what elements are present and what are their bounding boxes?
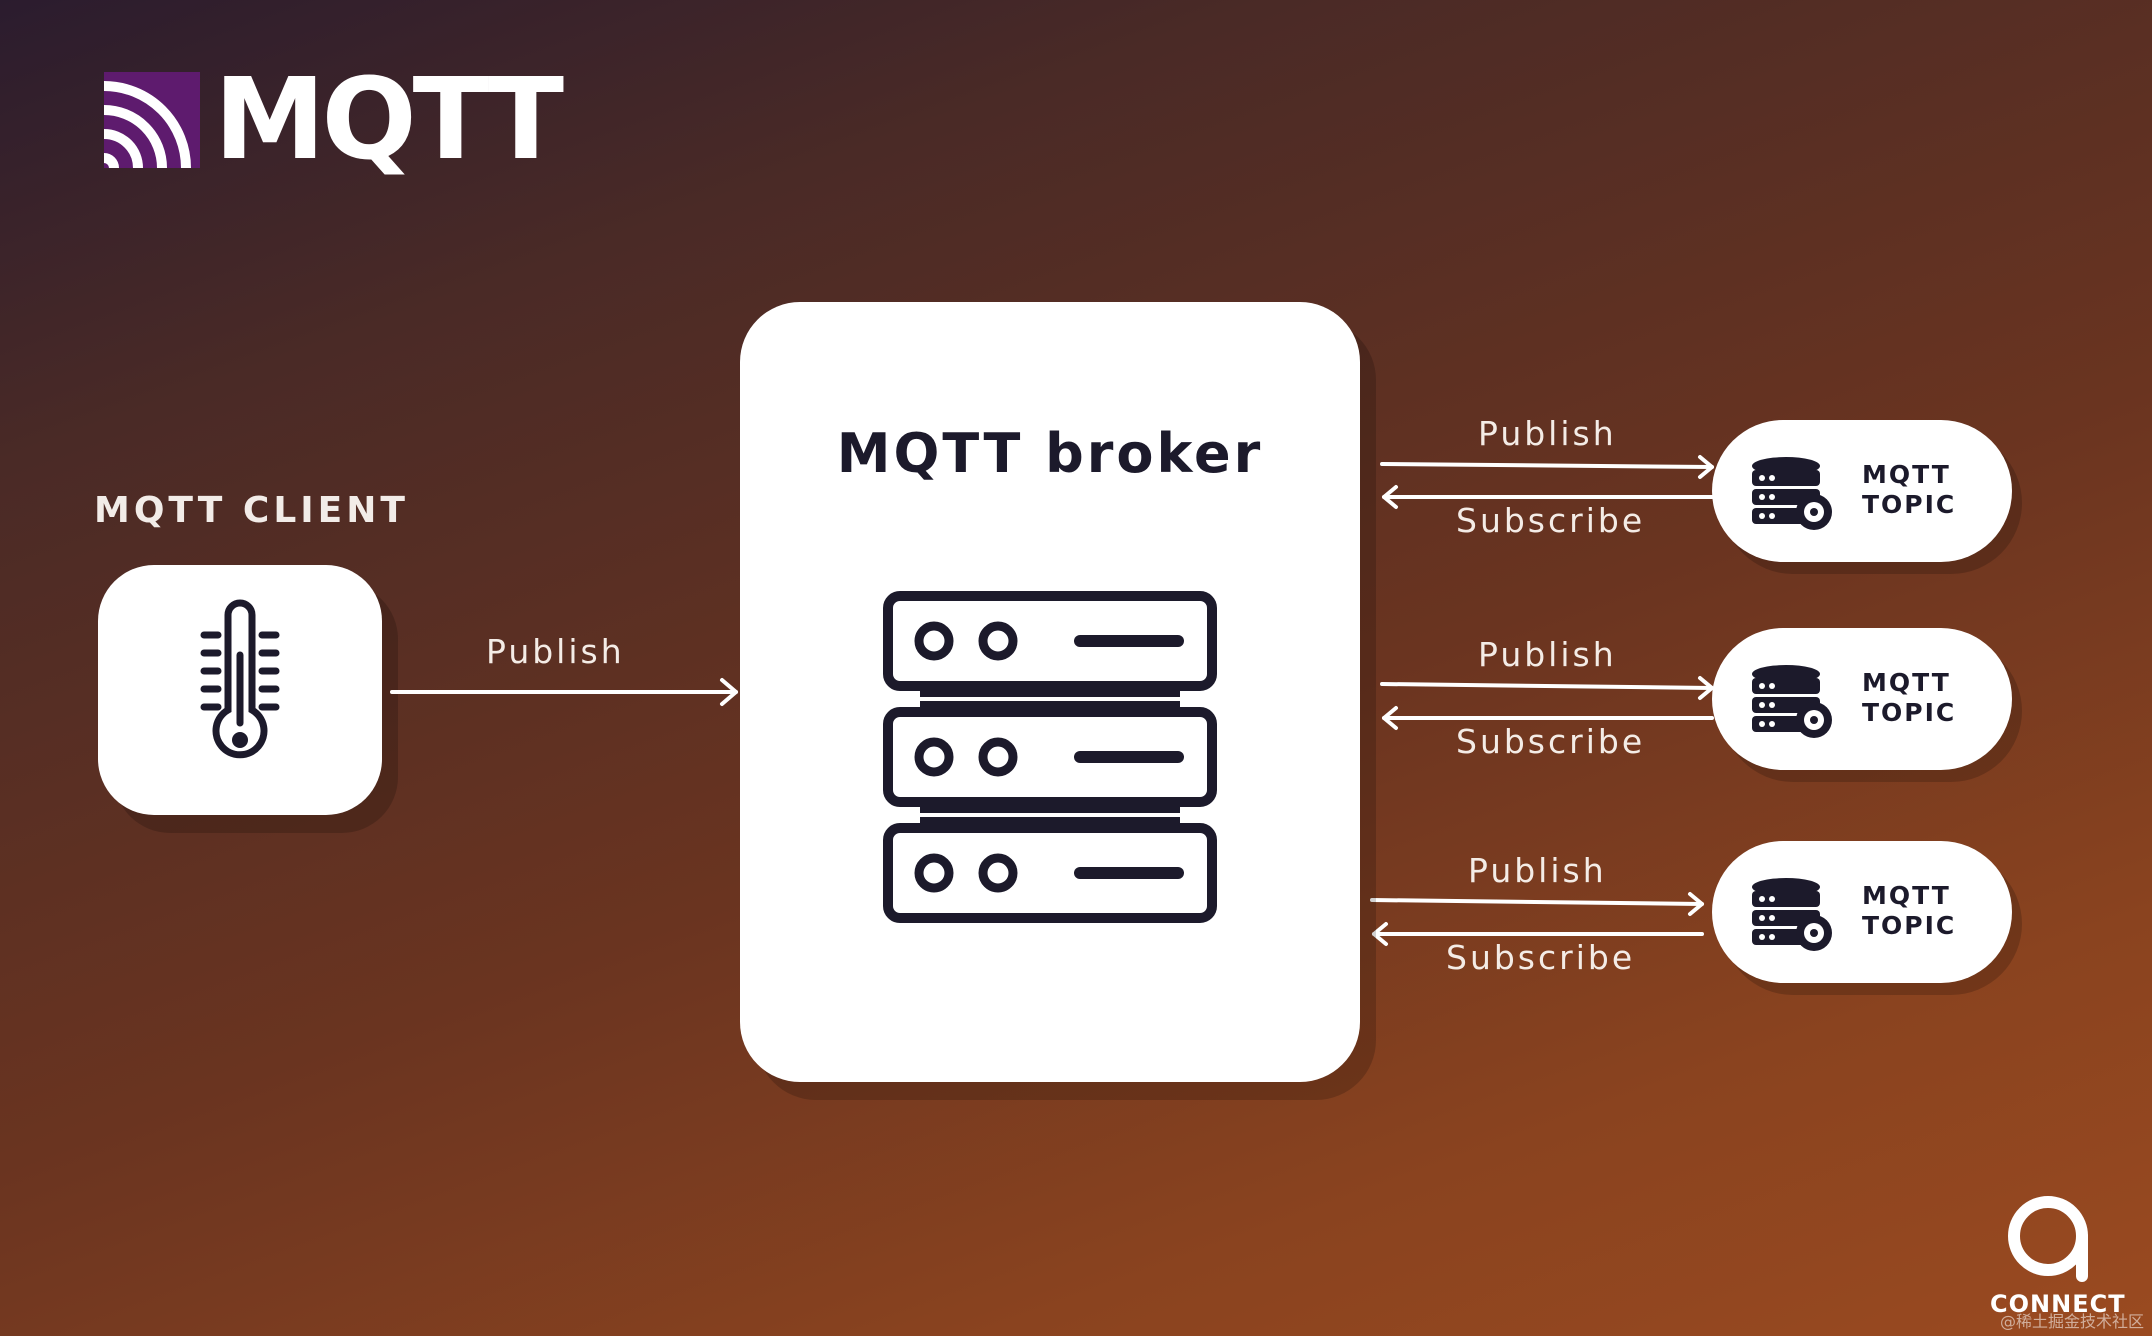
topic-2-subscribe-arrow xyxy=(1382,706,1714,730)
topic-2-subscribe-label: Subscribe xyxy=(1456,722,1646,761)
topic-1-subscribe-label: Subscribe xyxy=(1456,501,1646,540)
logo-text: MQTT xyxy=(214,55,564,185)
topic-1-publish-arrow xyxy=(1380,455,1714,479)
mqtt-logo: MQTT xyxy=(104,60,574,186)
topic-3-subscribe-label: Subscribe xyxy=(1446,938,1636,977)
topic-3-publish-arrow xyxy=(1370,892,1704,916)
connect-a-icon xyxy=(2008,1196,2088,1282)
watermark: @稀土掘金技术社区 xyxy=(1999,1312,2144,1331)
mqtt-waves-icon xyxy=(104,72,200,168)
database-gear-icon xyxy=(1752,665,1832,738)
client-publish-label: Publish xyxy=(486,632,625,671)
broker-card: MQTT broker xyxy=(740,302,1360,1082)
topic-3-subscribe-arrow xyxy=(1372,922,1704,946)
broker-title: MQTT broker xyxy=(836,422,1264,485)
client-publish-arrow xyxy=(390,678,738,706)
topic-1-publish-label: Publish xyxy=(1478,414,1617,453)
client-label: MQTT CLIENT xyxy=(94,490,409,531)
brand-text: CONNECT xyxy=(1990,1290,2126,1318)
database-gear-icon xyxy=(1752,457,1832,530)
client-card xyxy=(98,565,382,815)
thermometer-icon xyxy=(200,599,280,759)
topic-3-publish-label: Publish xyxy=(1468,851,1607,890)
database-gear-icon xyxy=(1752,878,1832,951)
topic-1-subscribe-arrow xyxy=(1382,485,1714,509)
server-rack-icon xyxy=(883,591,1217,923)
topic-2-publish-arrow xyxy=(1380,676,1714,700)
topic-2-publish-label: Publish xyxy=(1478,635,1617,674)
